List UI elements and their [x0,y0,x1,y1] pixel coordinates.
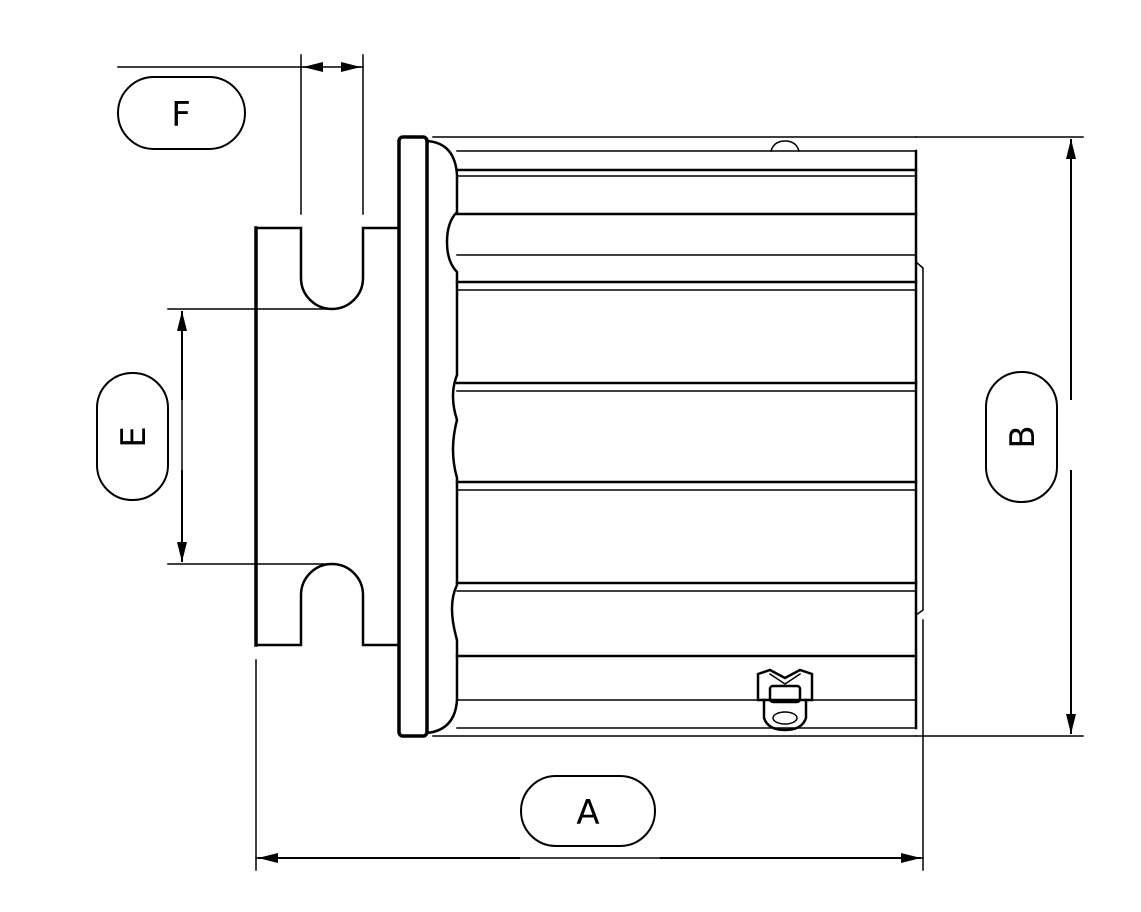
grease-nipple-icon [756,668,814,732]
dimension-a: A [255,619,924,871]
body [432,136,924,737]
label-b: B [1003,425,1043,448]
dimension-b: B [915,136,1084,737]
label-f: F [171,95,191,135]
hub-flange [254,226,400,647]
dimension-f: F [117,54,364,215]
label-a: A [576,793,599,833]
top-pin [770,140,800,152]
label-e: E [114,426,154,447]
flange-plate [397,135,459,738]
dimension-e: E [96,308,331,565]
